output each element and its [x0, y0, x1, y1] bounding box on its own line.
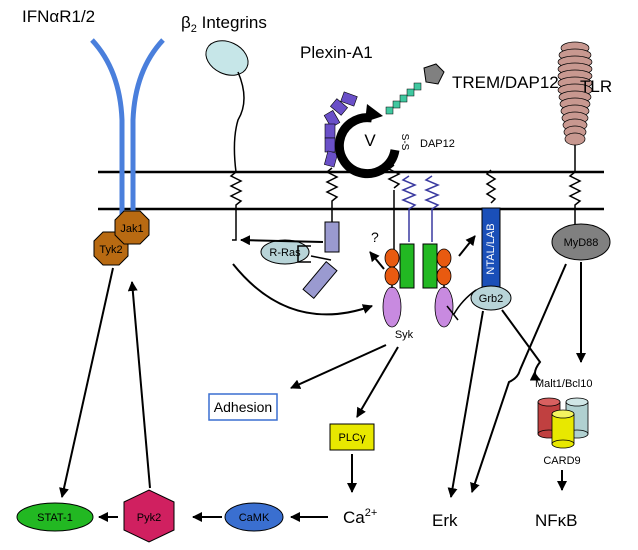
- tyk2-label: Tyk2: [99, 244, 122, 256]
- jak1-node: [114, 210, 150, 245]
- plcg-node: [329, 423, 375, 451]
- syk-sh2-left-top: [384, 248, 400, 268]
- ifnar-chain-right: [130, 38, 165, 225]
- card9-complex: [537, 397, 589, 449]
- jak1-label: Jak1: [120, 223, 143, 235]
- plcg-label: PLCγ: [339, 432, 366, 444]
- ntal-tm-coil: [485, 169, 497, 204]
- dap12-coil-right: [424, 175, 440, 242]
- pyk2-label: Pyk2: [137, 512, 161, 524]
- camk-label: CaMK: [239, 512, 270, 524]
- ifnar-label: IFNαR1/2: [22, 7, 95, 26]
- disulfide-label: S-S: [399, 134, 410, 151]
- trem-dap12-label: TREM/DAP12: [452, 73, 559, 92]
- trem-tm-coil: [387, 164, 401, 189]
- ntal-lab-label: NTAL/LAB: [485, 223, 497, 274]
- malt1-bcl10-label: Malt1/Bcl10: [535, 378, 592, 390]
- ca-label: Ca2+: [343, 507, 377, 527]
- beta2-integrins-label: β2 Integrins: [181, 13, 267, 35]
- adhesion-box: [208, 393, 278, 421]
- itam-left: [399, 243, 415, 289]
- grb2-label: Grb2: [479, 293, 503, 305]
- itam-right: [422, 243, 438, 289]
- plexin-cyto-domain-1: [324, 221, 340, 253]
- tlr-label: TLR: [580, 77, 612, 96]
- dap12-coil-left: [401, 175, 417, 242]
- dap12-label: DAP12: [420, 138, 455, 150]
- ifnar-chain-left: [90, 38, 125, 225]
- grb2-node: [470, 285, 512, 311]
- erk-label: Erk: [432, 511, 458, 530]
- v-label: V: [364, 131, 376, 150]
- tlr-tm-coil: [568, 145, 582, 225]
- syk-kinase-right: [434, 286, 454, 328]
- trem-ligand-head: [423, 63, 445, 85]
- myd88-node: [551, 223, 611, 261]
- plexin-cyto-domain-2: [302, 261, 338, 299]
- r-ras-node: [260, 239, 310, 265]
- nfkb-label: NFκB: [535, 511, 578, 530]
- card9-label: CARD9: [543, 455, 580, 467]
- trem-chain: [385, 82, 422, 115]
- syk-label: Syk: [395, 329, 414, 341]
- camk-node: [224, 502, 284, 532]
- integrin-head: [205, 40, 249, 76]
- plexin-a1-label: Plexin-A1: [300, 43, 373, 62]
- pyk2-node: [123, 489, 175, 543]
- tlr-receptor: [557, 41, 593, 146]
- syk-sh2-right-bottom: [436, 266, 452, 286]
- adhesion-label: Adhesion: [214, 399, 272, 415]
- syk-kinase-left: [382, 286, 402, 328]
- question-mark: ?: [371, 229, 379, 245]
- stat1-node: [16, 502, 94, 532]
- integrin-stalk: [233, 71, 245, 173]
- integrin-tm-coil: [229, 171, 243, 241]
- myd88-label: MyD88: [564, 237, 599, 249]
- syk-sh2-left-bottom: [384, 266, 400, 286]
- arrows: [59, 235, 586, 522]
- r-ras-label: R-Ras: [269, 247, 301, 259]
- trem-v-arrowhead: [365, 104, 383, 122]
- plexin-a1-receptor: [323, 91, 358, 222]
- syk-sh2-right-top: [436, 248, 452, 268]
- trem-v-domain: [334, 113, 400, 179]
- stat1-label: STAT-1: [37, 512, 73, 524]
